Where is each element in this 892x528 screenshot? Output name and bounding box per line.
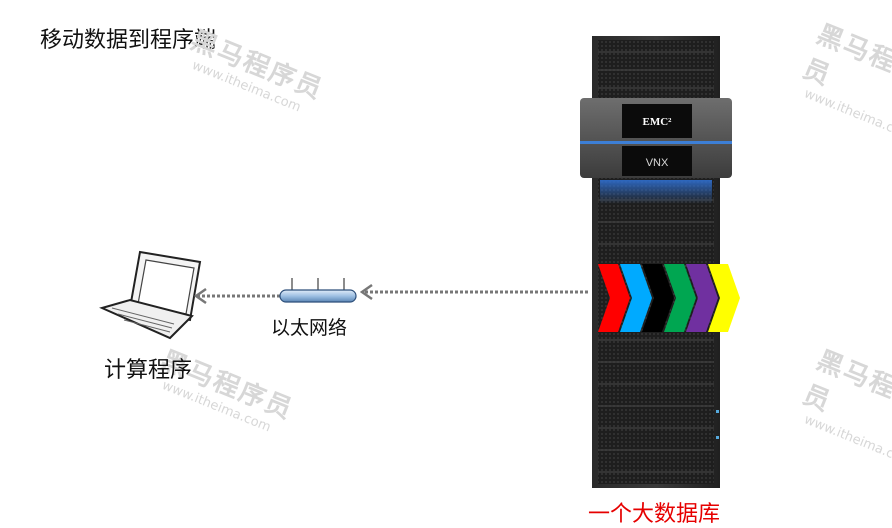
data-chevron bbox=[686, 264, 718, 332]
server-rack-icon bbox=[580, 36, 732, 488]
page-title: 移动数据到程序端 bbox=[40, 28, 217, 53]
data-flow-arrow bbox=[193, 287, 280, 305]
data-chevron bbox=[642, 264, 674, 332]
database-label: 一个大数据库 bbox=[588, 502, 721, 527]
server-model-label: VNX bbox=[646, 157, 669, 169]
ethernet-cable-icon bbox=[279, 278, 357, 303]
data-chevron bbox=[598, 264, 630, 332]
data-flow-arrow bbox=[359, 283, 588, 301]
data-chevron bbox=[708, 264, 740, 332]
server-brand-label: EMC² bbox=[643, 116, 673, 128]
laptop-icon bbox=[99, 250, 202, 340]
computer-label: 计算程序 bbox=[104, 358, 193, 383]
data-chevrons bbox=[598, 264, 740, 332]
data-chevron bbox=[664, 264, 696, 332]
network-label: 以太网络 bbox=[271, 317, 348, 339]
data-chevron bbox=[620, 264, 652, 332]
